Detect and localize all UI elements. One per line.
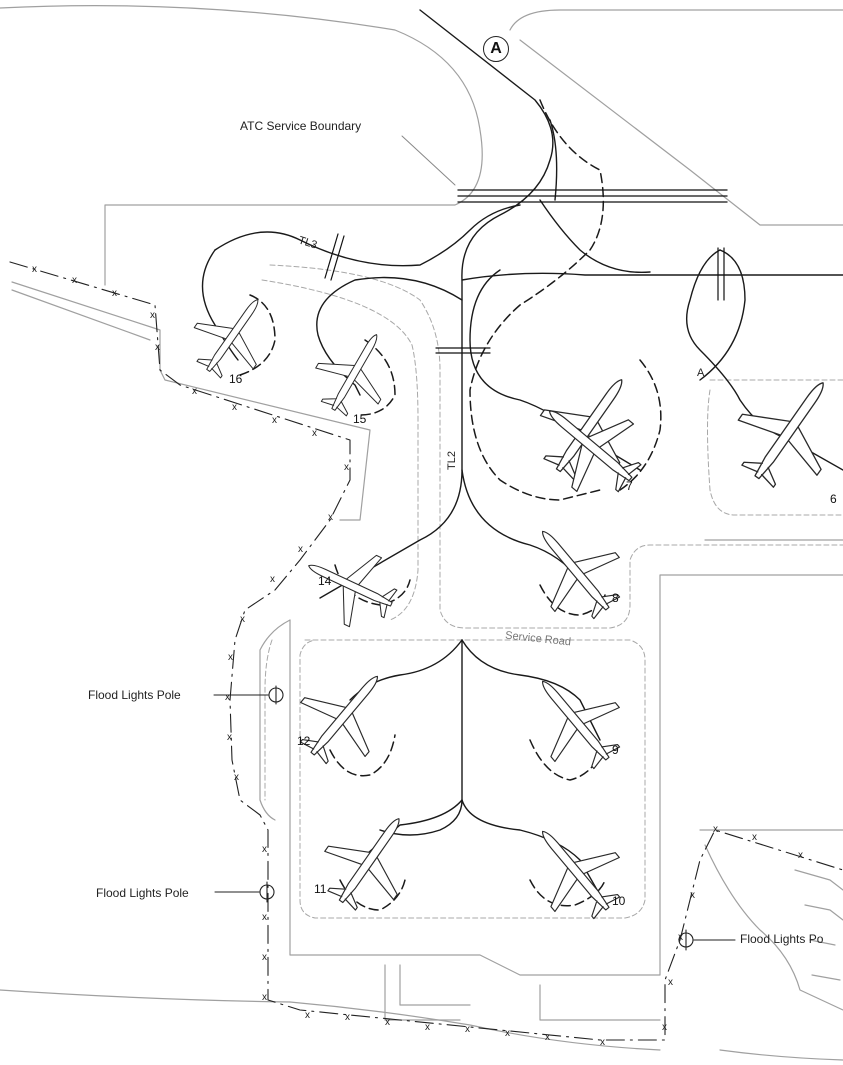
svg-text:x: x [112, 288, 117, 299]
tl2-label: TL2 [446, 451, 458, 470]
svg-text:x: x [600, 1037, 605, 1048]
svg-text:x: x [270, 574, 275, 585]
atc-service-boundary-label: ATC Service Boundary [240, 119, 362, 133]
tow-ladder-bars [324, 233, 725, 354]
aircraft-stand-15 [315, 334, 382, 417]
taxi-routes [201, 9, 843, 896]
marker-a-circle: A [483, 36, 509, 62]
svg-text:x: x [713, 824, 718, 835]
svg-text:x: x [678, 932, 683, 943]
stand-number-16: 16 [229, 372, 243, 386]
flood-lights-pole-label-3: Flood Lights Po [740, 932, 824, 946]
aircraft-stand-10 [542, 830, 621, 920]
pavement-edges [0, 5, 843, 1061]
flood-lights-pole-label-2: Flood Lights Pole [96, 886, 189, 900]
svg-text:x: x [312, 428, 317, 439]
aircraft-stand-8 [542, 530, 621, 620]
svg-text:x: x [465, 1024, 470, 1035]
atc-boundary-bar [457, 189, 728, 203]
aircraft-stand-7b [548, 410, 642, 493]
aircraft-stand-14 [308, 554, 398, 628]
stand-number-8: 8 [612, 591, 619, 605]
flood-lights-pole-label-1: Flood Lights Pole [88, 688, 181, 702]
svg-text:x: x [232, 402, 237, 413]
aircraft-stand-16 [193, 299, 259, 379]
svg-text:x: x [262, 844, 267, 855]
stand-number-10: 10 [612, 894, 626, 908]
svg-text:x: x [752, 832, 757, 843]
svg-text:x: x [155, 342, 160, 353]
svg-text:x: x [345, 1012, 350, 1023]
aircraft-stand-6 [737, 382, 824, 488]
svg-text:x: x [72, 275, 77, 286]
svg-text:x: x [234, 772, 239, 783]
aircraft-group [193, 299, 824, 920]
svg-text:x: x [545, 1032, 550, 1043]
svg-text:x: x [662, 1022, 667, 1033]
svg-text:x: x [305, 1010, 310, 1021]
svg-text:x: x [798, 850, 803, 861]
stand-number-7: 7 [626, 479, 633, 493]
svg-text:x: x [298, 544, 303, 555]
svg-text:x: x [425, 1022, 430, 1033]
svg-text:x: x [228, 652, 233, 663]
flood-light-symbols [213, 685, 736, 951]
svg-text:x: x [262, 992, 267, 1003]
stand-number-15: 15 [353, 412, 367, 426]
svg-text:x: x [150, 310, 155, 321]
perimeter-fence [9, 261, 843, 1041]
stand-number-9: 9 [612, 743, 619, 757]
svg-text:x: x [192, 386, 197, 397]
svg-text:x: x [668, 977, 673, 988]
aircraft-stand-12 [299, 675, 378, 765]
svg-text:x: x [328, 512, 333, 523]
service-road-outlines [261, 264, 843, 919]
stand-number-11: 11 [314, 882, 327, 896]
svg-text:x: x [262, 952, 267, 963]
svg-text:x: x [225, 692, 230, 703]
aircraft-stand-9 [542, 680, 621, 770]
svg-text:x: x [385, 1017, 390, 1028]
svg-text:x: x [32, 264, 37, 275]
stand-number-12: 12 [297, 734, 311, 748]
aircraft-stand-7a [539, 379, 623, 481]
svg-text:x: x [227, 732, 232, 743]
svg-text:x: x [344, 462, 349, 473]
svg-text:x: x [240, 614, 245, 625]
svg-text:x: x [505, 1028, 510, 1039]
stand-number-6: 6 [830, 492, 837, 506]
svg-text:x: x [262, 912, 267, 923]
marker-a-small-label: A [697, 367, 705, 379]
svg-text:x: x [690, 890, 695, 901]
pushback-paths [239, 99, 662, 911]
aircraft-stand-11 [324, 818, 400, 911]
stand-number-14: 14 [318, 574, 332, 588]
atc-boundary-line [401, 135, 456, 186]
svg-text:x: x [272, 415, 277, 426]
